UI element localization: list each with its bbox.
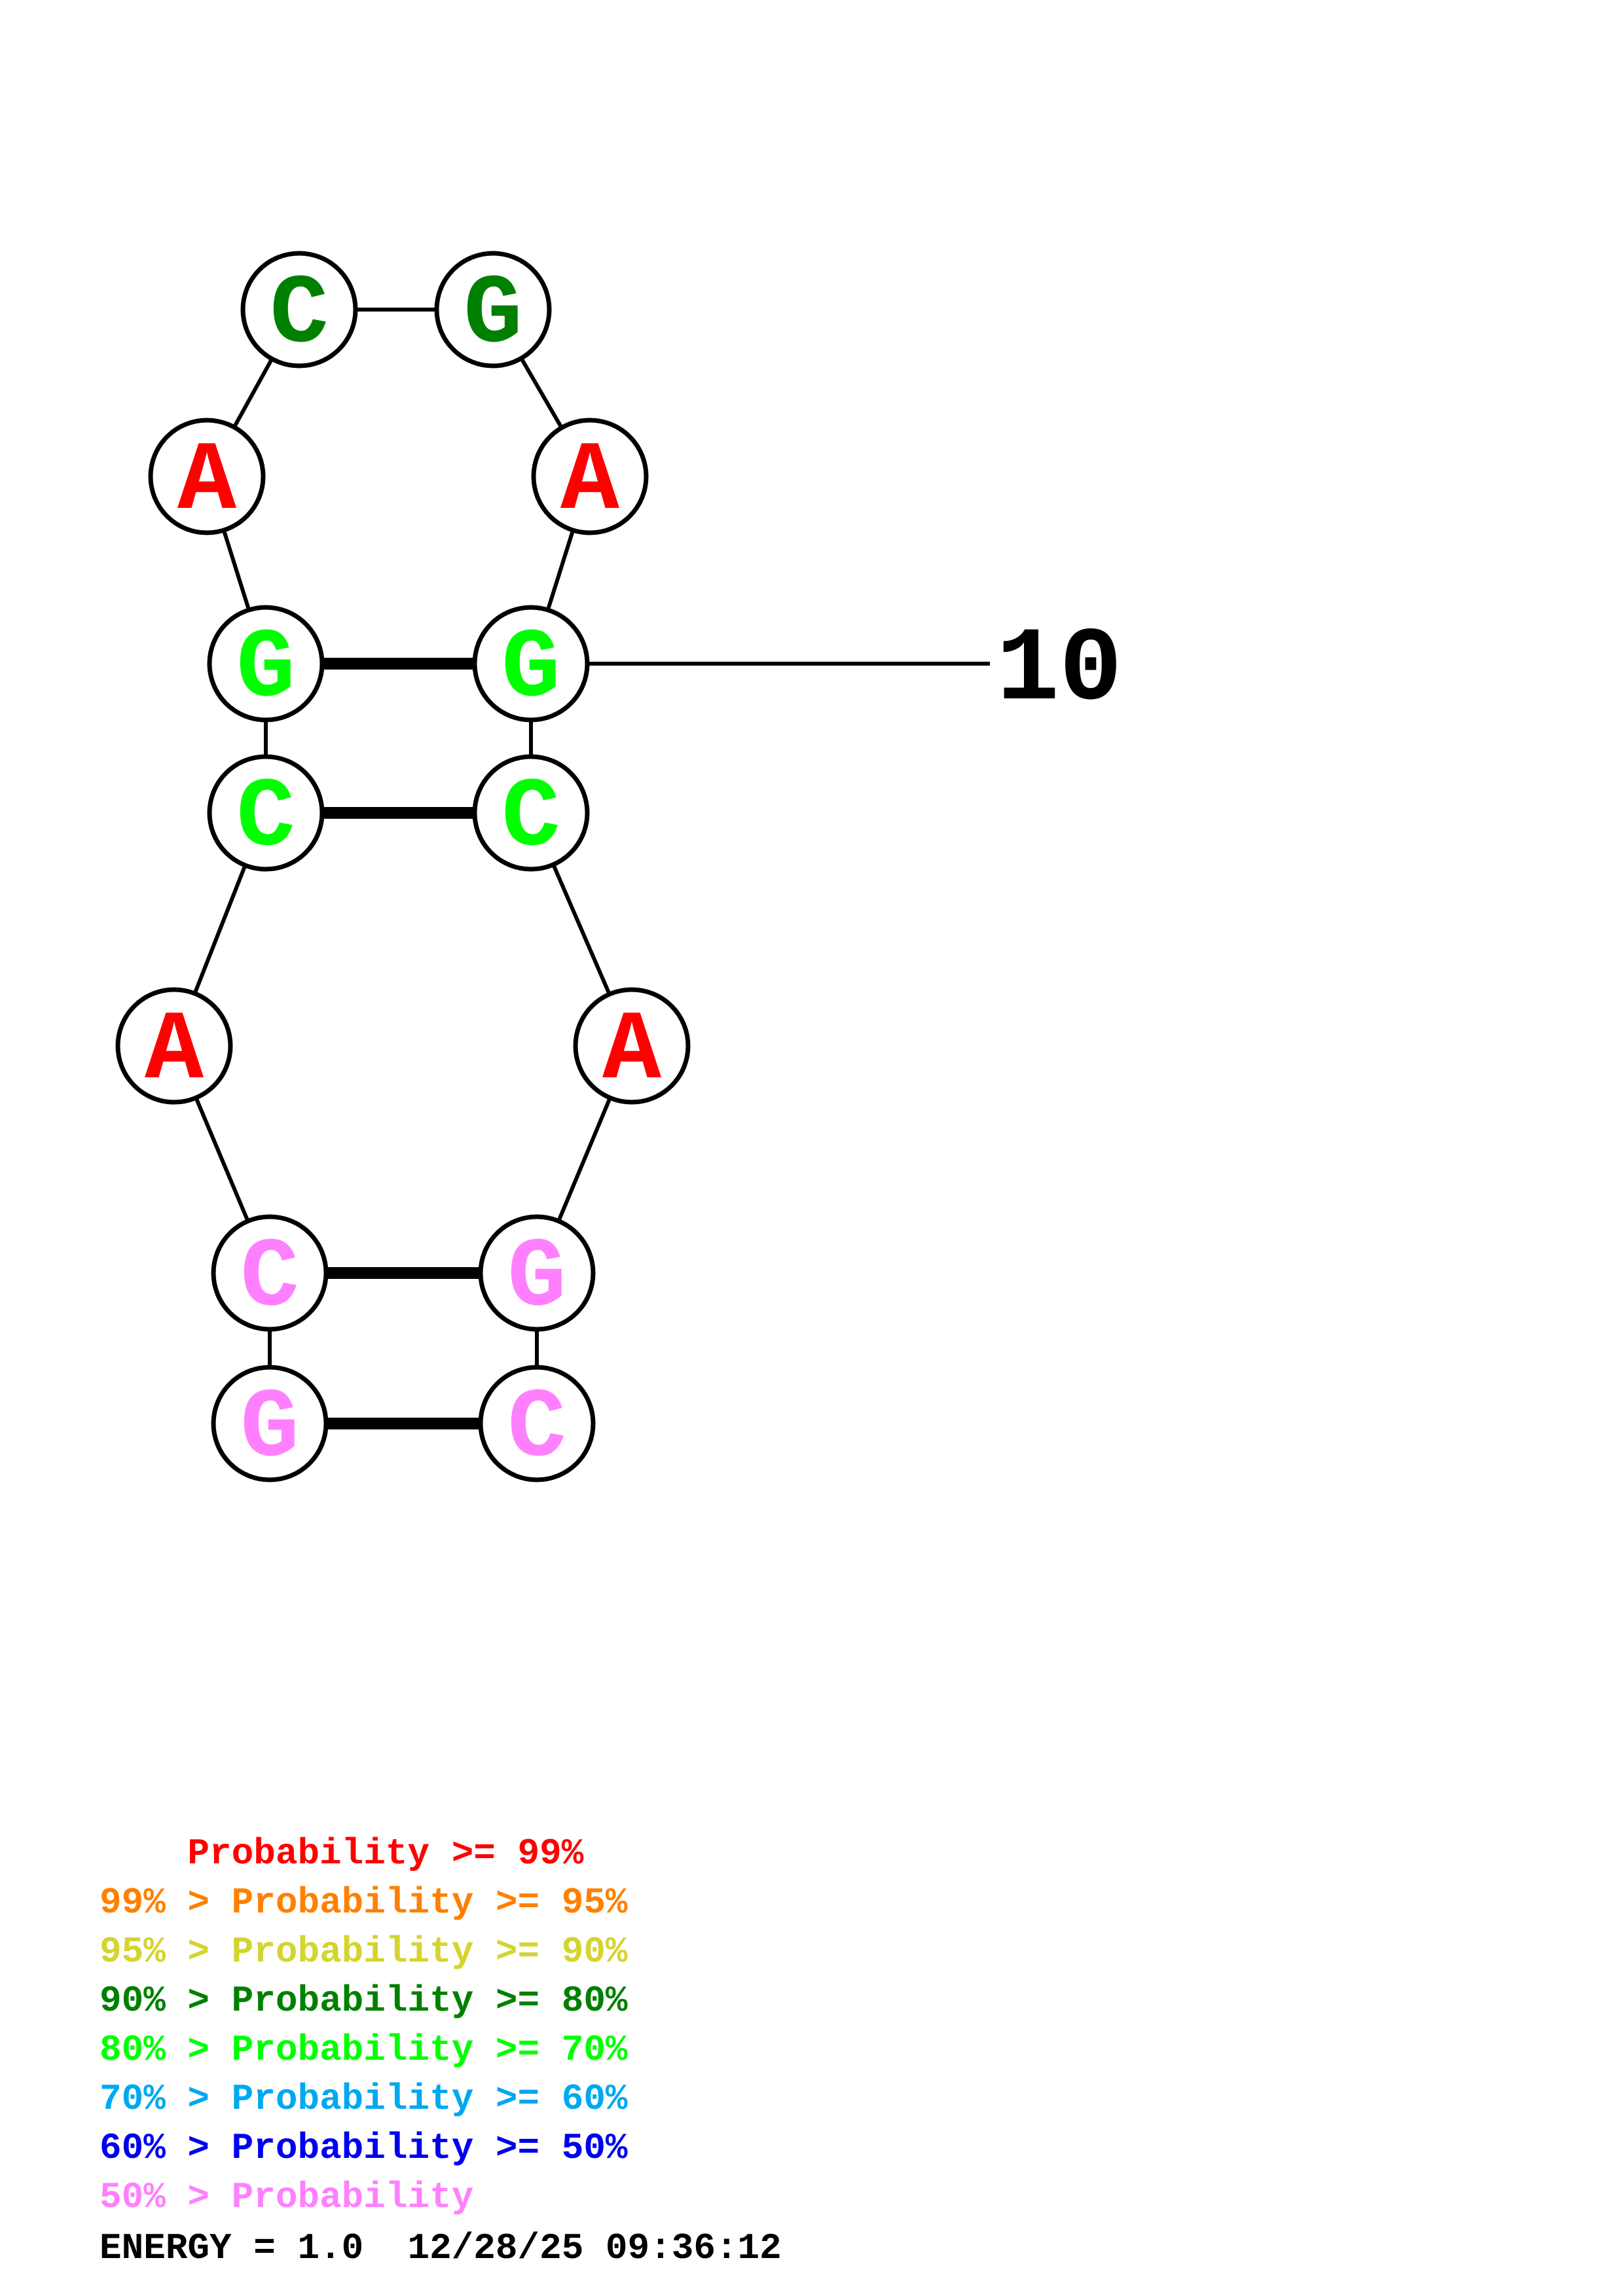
- energy-timestamp: ENERGY = 1.0 12/28/25 09:36:12: [100, 2227, 782, 2269]
- nucleotide-circle: [115, 987, 233, 1105]
- legend-prefix: 60% >: [100, 2127, 232, 2169]
- probability-legend: Probability >= 99% 99% > Probability >= 9…: [100, 1833, 782, 2269]
- nucleotide-circle: [240, 251, 358, 368]
- legend-text: Probability >= 60%: [231, 2078, 628, 2120]
- legend-prefix: 95% >: [100, 1931, 232, 1973]
- legend-text: Probability >= 90%: [231, 1931, 628, 1973]
- index-label-group: 10: [531, 612, 1122, 730]
- legend-line-6: 70% > Probability >= 60%: [100, 2078, 782, 2120]
- nucleotide-node: C: [472, 754, 590, 874]
- nucleotide-circle: [211, 1365, 329, 1482]
- nucleotide-node: G: [478, 1214, 596, 1335]
- legend-text: Probability >= 99%: [187, 1833, 584, 1874]
- nucleotide-node: C: [207, 754, 325, 874]
- legend-prefix: 99% >: [100, 1882, 232, 1924]
- legend-text: Probability >= 50%: [231, 2127, 628, 2169]
- nucleotide-circle: [472, 754, 590, 872]
- legend-text: Probability >= 70%: [231, 2029, 628, 2071]
- legend-text: Probability >= 80%: [231, 1980, 628, 2022]
- nucleotide-circle: [211, 1214, 329, 1332]
- nucleotide-node: C: [478, 1365, 596, 1485]
- nucleotide-circle: [573, 987, 691, 1105]
- nucleotide-circle: [148, 418, 266, 535]
- nucleotide-circle: [472, 605, 590, 723]
- nucleotide-node: A: [531, 418, 649, 538]
- nucleotide-node: A: [573, 987, 691, 1107]
- nucleotide-node: G: [434, 251, 552, 371]
- legend-line-3: 95% > Probability >= 90%: [100, 1931, 782, 1973]
- nucleotide-base: C: [240, 1223, 299, 1335]
- nucleotide-base: A: [177, 427, 237, 538]
- legend-text: Probability: [231, 2176, 474, 2218]
- nucleotide-node: A: [148, 418, 266, 538]
- legend-line-8: 50% > Probability: [100, 2176, 782, 2218]
- legend-line-5: 80% > Probability >= 70%: [100, 2029, 782, 2071]
- nucleotide-base: C: [501, 763, 560, 874]
- nucleotide-circle: [531, 418, 649, 535]
- nucleotide-node: G: [207, 605, 325, 725]
- legend-prefix: 50% >: [100, 2176, 232, 2218]
- nucleotide-circle: [207, 754, 325, 872]
- legend-prefix: 90% >: [100, 1980, 232, 2022]
- nucleotide-base: A: [145, 996, 204, 1107]
- legend-line-4: 90% > Probability >= 80%: [100, 1980, 782, 2022]
- nucleotide-node: A: [115, 987, 233, 1107]
- legend-prefix: 80% >: [100, 2029, 232, 2071]
- index-label-10: 10: [996, 612, 1122, 730]
- nucleotide-circle: [434, 251, 552, 368]
- nucleotide-base: G: [236, 614, 295, 725]
- legend-text: Probability >= 95%: [231, 1882, 628, 1924]
- nucleotide-base: A: [602, 996, 662, 1107]
- legend-prefix: 70% >: [100, 2078, 232, 2120]
- nucleotide-circle: [207, 605, 325, 723]
- nucleotide-base: A: [560, 427, 620, 538]
- nucleotide-base: C: [270, 260, 329, 371]
- nucleotide-circle: [478, 1214, 596, 1332]
- legend-prefix: [100, 1833, 187, 1874]
- legend-line-1: Probability >= 99%: [100, 1833, 782, 1874]
- legend-line-2: 99% > Probability >= 95%: [100, 1882, 782, 1924]
- nucleotide-node: C: [240, 251, 358, 371]
- nucleotide-circle: [478, 1365, 596, 1482]
- nucleotide-base: G: [507, 1223, 566, 1335]
- nucleotide-node: G: [472, 605, 590, 725]
- nucleotide-base: C: [507, 1374, 566, 1485]
- nucleotide-node: C: [211, 1214, 329, 1335]
- nucleotide-base: G: [240, 1374, 299, 1485]
- legend-line-7: 60% > Probability >= 50%: [100, 2127, 782, 2169]
- nucleotide-node: G: [211, 1365, 329, 1485]
- nucleotide-base: G: [464, 260, 522, 371]
- nucleotide-base: C: [236, 763, 295, 874]
- nucleotide-base: G: [501, 614, 560, 725]
